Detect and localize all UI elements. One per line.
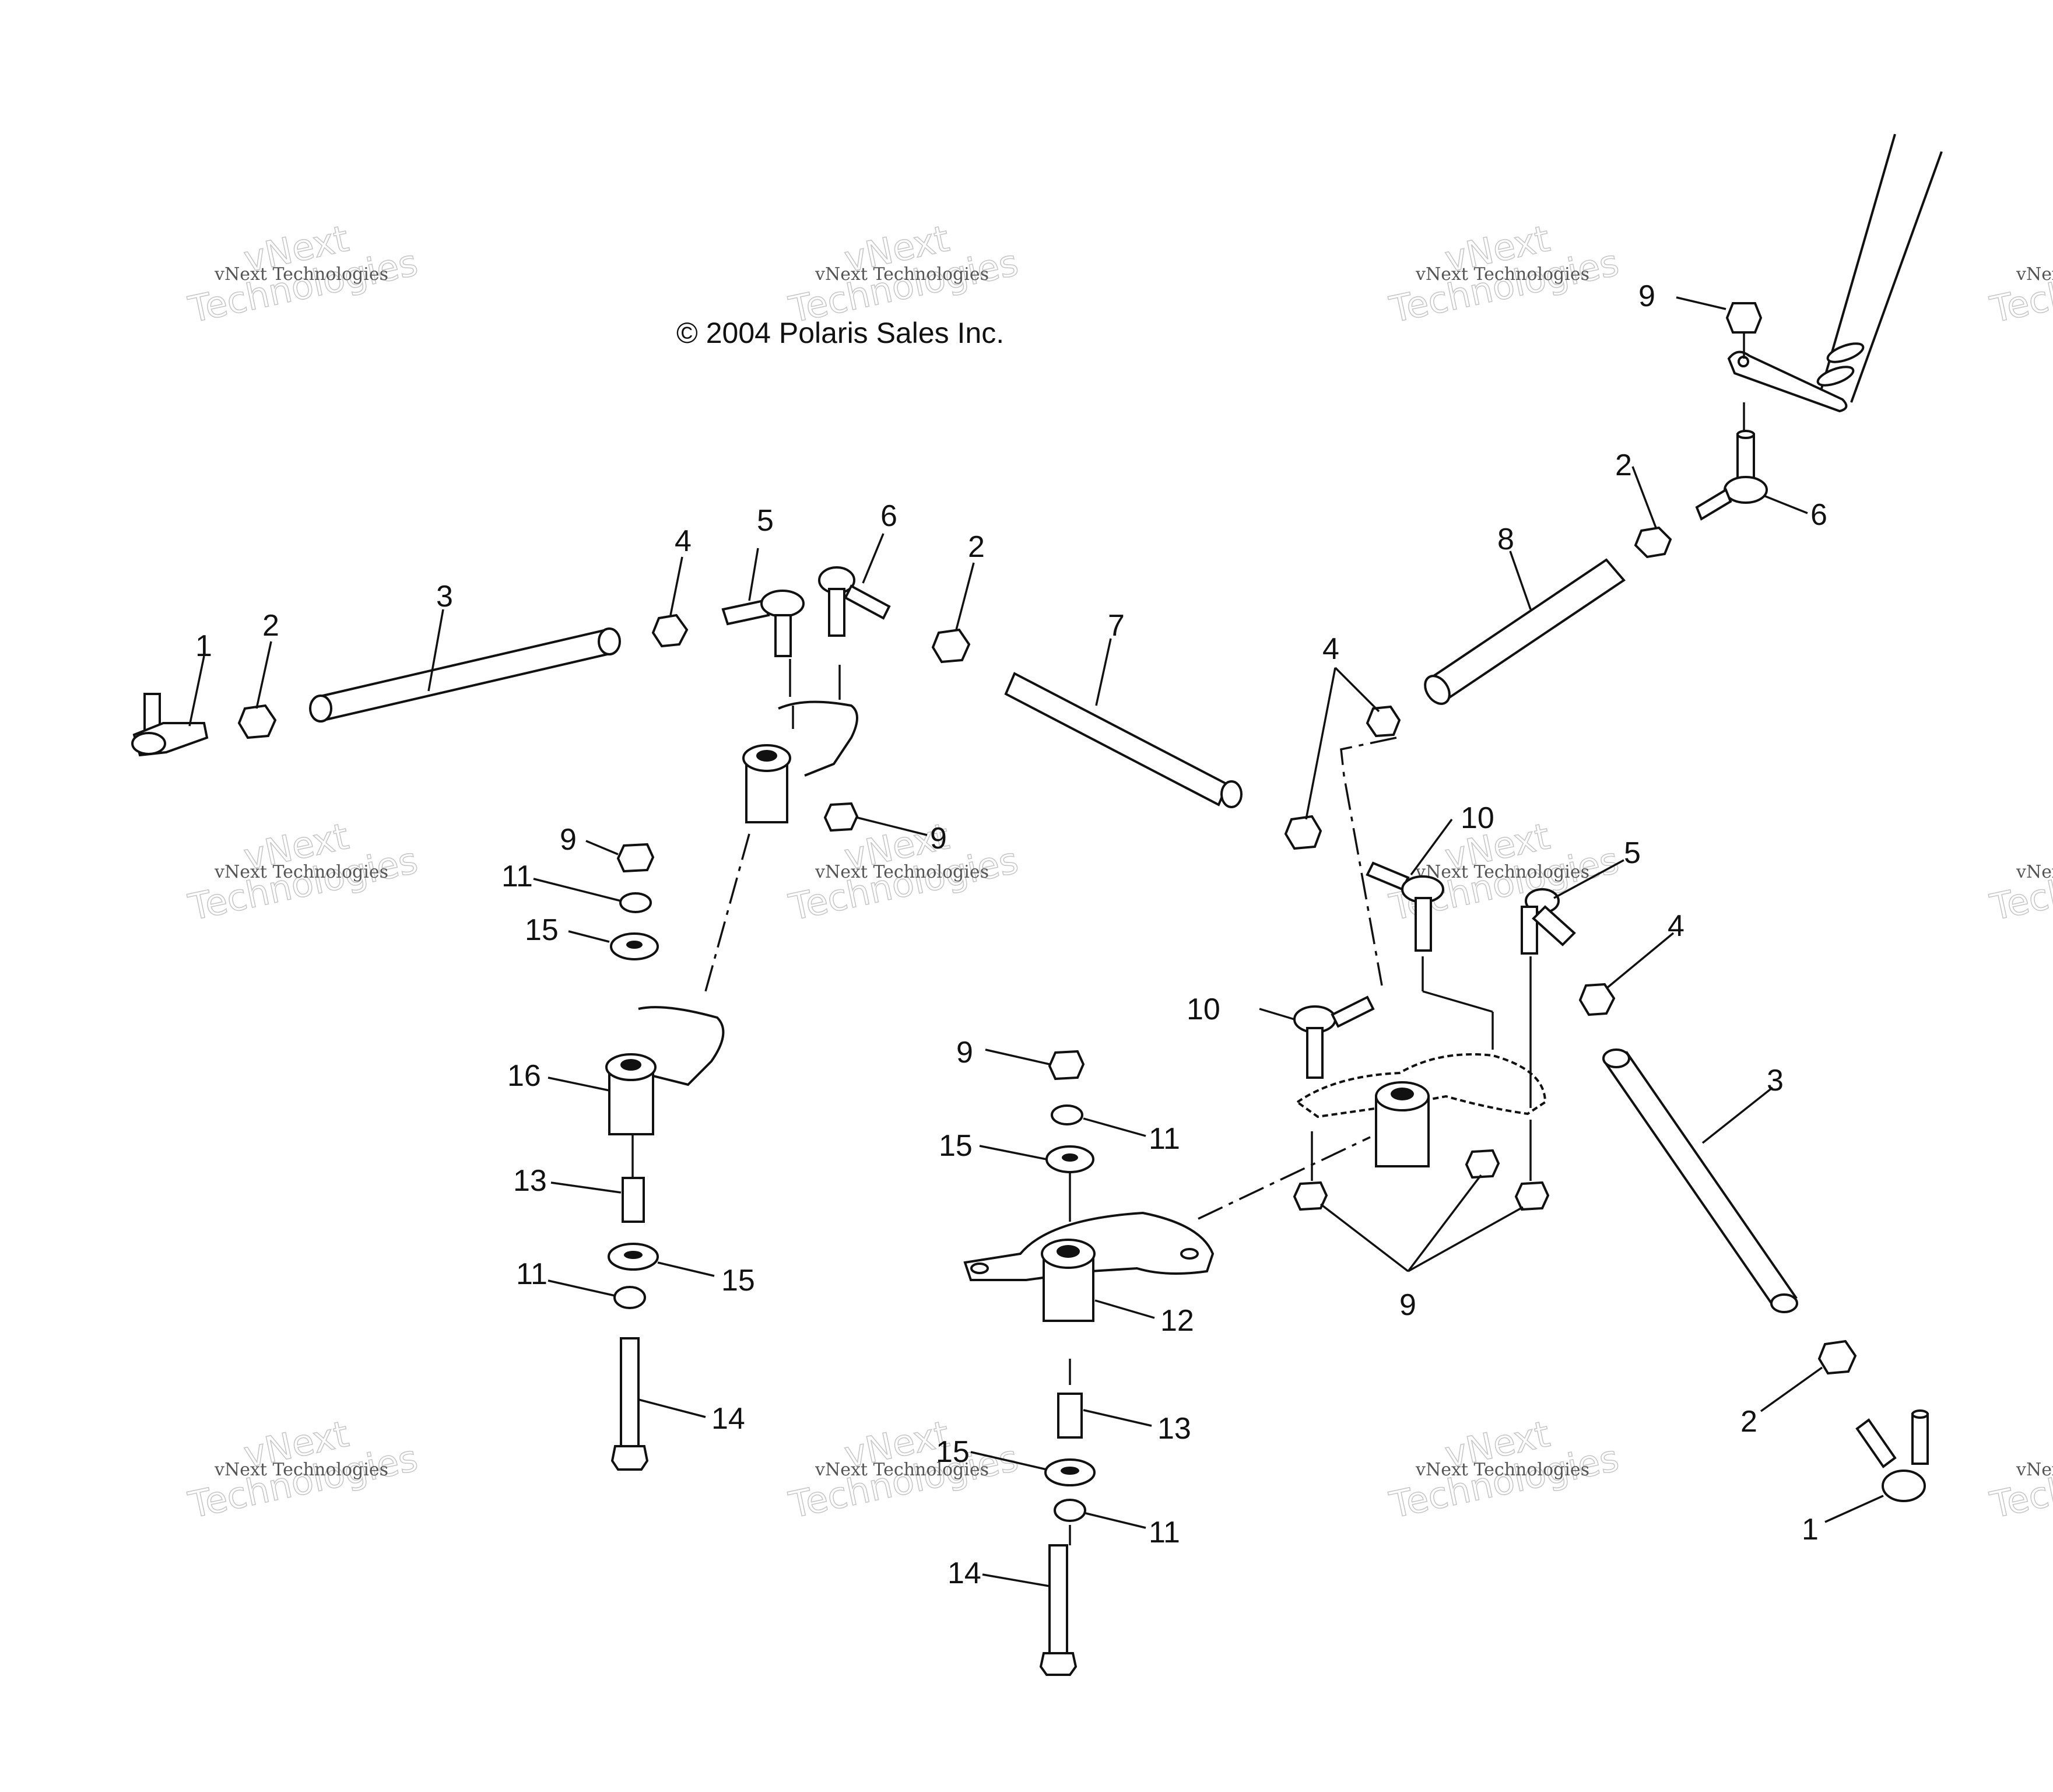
hex-nut [1048,1050,1085,1081]
hex-nut [651,613,689,648]
tie-rod-end-10-upper [1366,861,1494,1050]
watermark-small: vNext Technologies [1415,264,1589,285]
leader-lines [188,296,1884,1587]
bushing [1051,1104,1083,1125]
spacer [1057,1393,1083,1439]
hex-nut [1366,705,1401,738]
callout-14-center: 14 [947,1556,981,1590]
callout-3-left: 3 [436,580,453,613]
callout-6-left: 6 [880,499,897,533]
bolt-14-left [610,1337,649,1471]
callout-10-upper: 10 [1461,801,1494,835]
callout-15-left-bottom: 15 [721,1264,755,1297]
callout-11-left-bottom: 11 [516,1257,548,1291]
watermark-small: vNext Technologies [214,1460,388,1480]
callout-13-center: 13 [1157,1412,1191,1446]
parts [131,134,1943,1676]
callout-4-right: 4 [1668,909,1684,943]
callout-16: 16 [507,1059,541,1093]
rod-7 [1004,672,1243,808]
callout-4-mid: 4 [1322,632,1339,666]
callout-1-right: 1 [1802,1513,1819,1546]
tie-rod-end-right-upper [1695,430,1768,521]
bushing [1054,1499,1086,1522]
watermark-small: vNext Technologies [815,1460,989,1480]
jam-nut [1817,1339,1857,1375]
callout-2-right-lower: 2 [1740,1405,1757,1439]
callout-9-top-right: 9 [1638,279,1655,313]
hex-nut [1284,815,1322,850]
idler-arm-upper-left [742,659,858,823]
callout-11-center-bottom: 11 [1149,1516,1180,1549]
callout-11-center-top: 11 [1149,1122,1180,1156]
hex-nut [1293,1181,1328,1211]
watermark-small: vNext Technologies [1415,862,1589,882]
callout-15-left-top: 15 [525,913,559,947]
watermark-small: vNext Technologies [2016,862,2053,882]
jam-nut [237,704,277,739]
hex-nut [1514,1181,1550,1211]
jam-nut [1634,526,1672,559]
steering-column [1727,134,1943,413]
callout-13-left: 13 [513,1164,547,1198]
watermark-small: vNext Technologies [815,264,989,285]
watermark-small: vNext Technologies [214,862,388,882]
tie-rod-end-left [131,693,209,757]
idler-arm-right [1295,1053,1547,1167]
tie-rod-end-6-left [818,566,891,637]
callout-10-lower: 10 [1187,993,1220,1026]
callout-7: 7 [1108,609,1125,643]
callout-9-center: 9 [956,1036,973,1069]
tie-rod-end-10-lower [1293,995,1375,1079]
callout-9-bottom-right: 9 [1399,1288,1416,1322]
watermark-small: vNext Technologies [2016,1460,2053,1480]
callout-8: 8 [1497,522,1514,556]
watermark-big: Technologies [1987,241,2053,331]
watermark-big: Technologies [1987,1436,2053,1526]
callout-9-idler: 9 [930,822,947,855]
tie-rod-end-right [1855,1409,1929,1502]
nut-top-right [1725,302,1763,434]
watermark-small: vNext Technologies [214,264,388,285]
callout-11-left-top: 11 [501,860,533,893]
callout-14-left: 14 [711,1402,745,1436]
watermark-small: vNext Technologies [815,862,989,882]
hex-nut [616,843,655,873]
callout-2-right-upper: 2 [1615,448,1632,482]
rod-3-left [309,627,621,723]
callout-2-left: 2 [262,609,279,643]
watermark-group: Technologies vNext vNext Technologies Te… [184,216,2053,1527]
callout-15-center-top: 15 [939,1129,973,1163]
tie-rod-end-5-left [721,590,805,657]
callout-5-left: 5 [757,504,774,538]
callout-1-left: 1 [195,629,212,663]
idler-arm-16 [605,1006,725,1135]
watermark-big: Technologies [1987,839,2053,928]
hex-nut [823,802,859,832]
rod-8 [1424,558,1626,705]
watermark-small: vNext Technologies [1415,1460,1589,1480]
callout-4-left: 4 [675,524,692,558]
bracket-12 [963,1211,1215,1322]
jam-nut [931,628,971,664]
callout-12: 12 [1160,1304,1194,1338]
hex-nut [1578,983,1616,1016]
bushing [613,1286,646,1309]
spacer [622,1177,645,1223]
callout-2-mid: 2 [968,530,985,564]
bolt-14-center [1039,1544,1078,1676]
callout-9-left: 9 [560,823,577,857]
callout-15-center-bottom: 15 [936,1435,970,1469]
watermark-small: vNext Technologies [2016,264,2053,285]
callout-labels: 1 2 3 4 5 6 2 7 9 9 11 15 16 13 11 15 14… [195,279,1827,1590]
tie-rod-end-5-right [1521,888,1576,1108]
copyright-text: © 2004 Polaris Sales Inc. [676,317,1004,349]
callout-6-right: 6 [1810,498,1827,532]
hex-nut [1465,1149,1500,1179]
callout-3-right: 3 [1767,1064,1784,1097]
bushing [619,892,652,913]
callout-5-right: 5 [1624,836,1641,870]
rod-3-right [1602,1048,1798,1313]
